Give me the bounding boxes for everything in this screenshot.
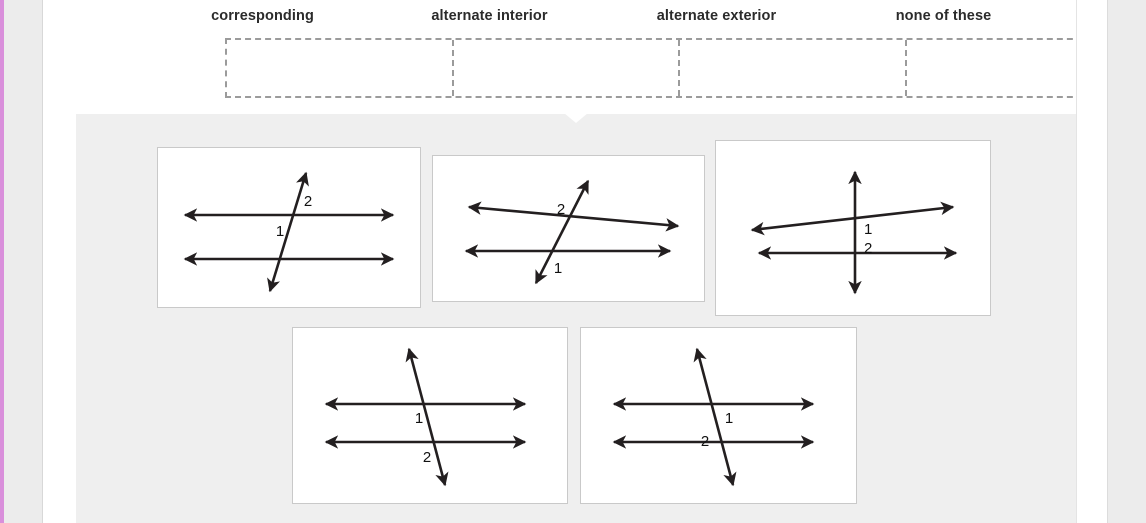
angle-diagram-1-graphic: 1 2	[183, 171, 395, 293]
category-label-corresponding: corresponding	[211, 8, 314, 24]
category-label-alternate-interior: alternate interior	[431, 8, 548, 24]
angle-diagram-card-2[interactable]: 2 1	[432, 155, 705, 302]
category-label-none-of-these: none of these	[895, 8, 992, 24]
dropzone-corresponding[interactable]	[227, 40, 454, 96]
angle-diagram-card-1[interactable]: 1 2	[157, 147, 421, 308]
angle-diagram-card-4[interactable]: 1 2	[292, 327, 568, 504]
angle-label-2: 2	[423, 449, 431, 466]
drop-target-panel: corresponding alternate interior alterna…	[76, 0, 1133, 115]
right-gutter	[1076, 0, 1108, 523]
angle-label-1: 1	[864, 221, 872, 238]
angle-label-2: 2	[304, 193, 312, 210]
angle-diagram-card-5[interactable]: 1 2	[580, 327, 857, 504]
angle-label-1: 1	[725, 410, 733, 427]
dropzone-row	[225, 38, 1133, 98]
angle-diagram-3-graphic: 1 2	[750, 170, 958, 295]
left-accent-bar	[0, 0, 4, 523]
category-label-row: corresponding alternate interior alterna…	[149, 5, 1057, 29]
left-gutter	[43, 0, 76, 523]
angle-label-2: 2	[701, 433, 709, 450]
angle-label-1: 1	[554, 260, 562, 277]
angle-diagram-4-graphic: 1 2	[324, 347, 527, 487]
category-label-alternate-exterior: alternate exterior	[656, 8, 777, 24]
angle-diagram-2-graphic: 2 1	[464, 179, 680, 285]
angle-label-2: 2	[557, 201, 565, 218]
dropzone-alternate-exterior[interactable]	[680, 40, 907, 96]
angle-label-2: 2	[864, 240, 872, 257]
angle-label-1: 1	[276, 223, 284, 240]
angle-diagram-5-graphic: 1 2	[612, 347, 815, 487]
dropzone-alternate-interior[interactable]	[454, 40, 680, 96]
card-bank-panel: 1 2 2 1	[76, 114, 1076, 523]
left-rail	[4, 0, 43, 523]
panel-notch-icon	[564, 113, 588, 123]
right-rail	[1107, 0, 1146, 523]
angle-label-1: 1	[415, 410, 423, 427]
angle-diagram-card-3[interactable]: 1 2	[715, 140, 991, 316]
